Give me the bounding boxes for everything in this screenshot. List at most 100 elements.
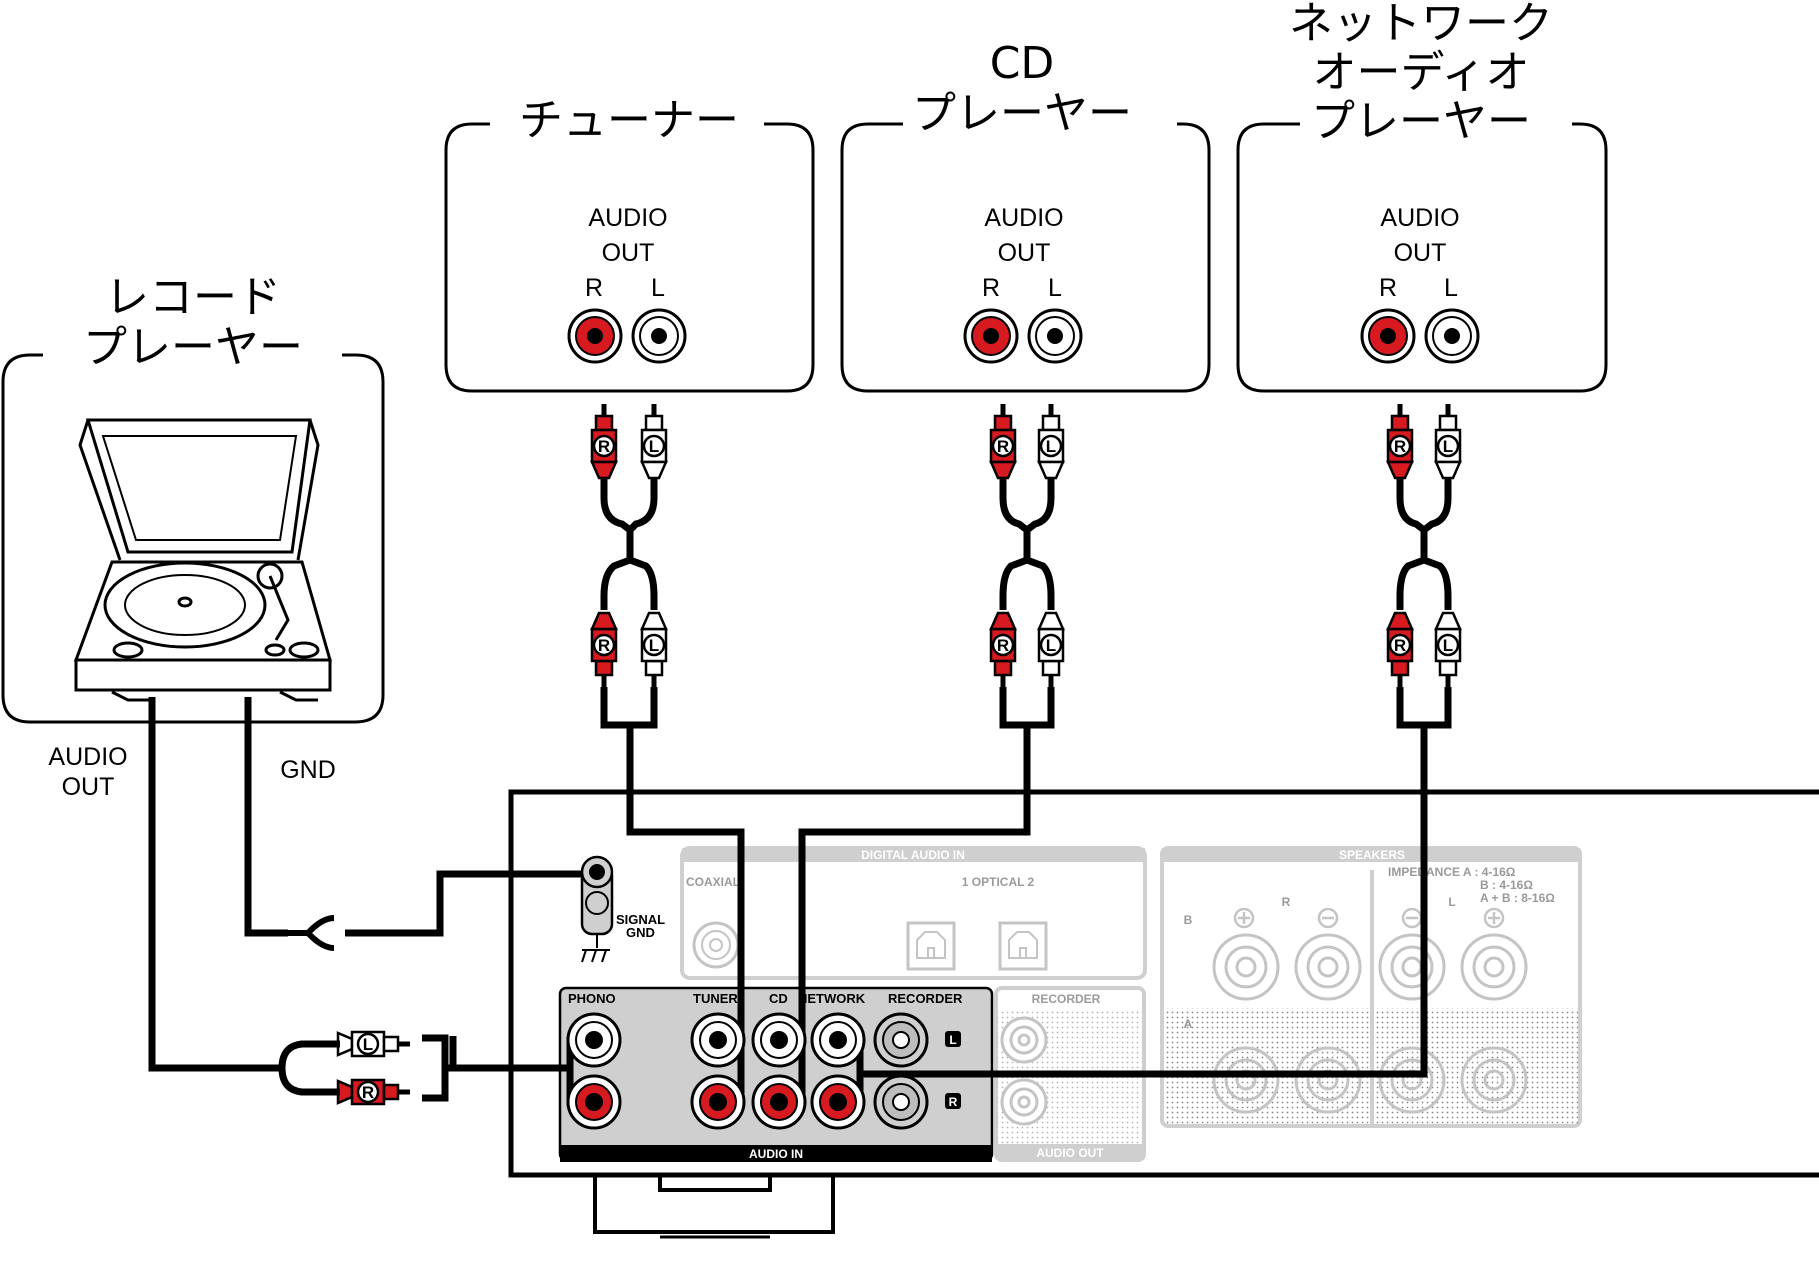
plug-letter: L: [1046, 437, 1056, 456]
network-plug-lower-l: L: [1434, 611, 1462, 687]
network-in-jack-l[interactable]: [810, 1012, 866, 1068]
speakers-section: SPEAKERS IMPEDANCE A : 4-16Ω B : 4-16Ω A…: [1160, 846, 1582, 1128]
optical-1-jack[interactable]: [906, 921, 956, 971]
network-rca-cable: [1396, 470, 1452, 729]
cd-r-label: R: [982, 274, 1000, 302]
tuner-device: チューナー AUDIO OUT R L: [444, 95, 815, 393]
tuner-jack-l[interactable]: [631, 308, 687, 364]
tuner-plug-lower-r: R: [590, 611, 618, 687]
cd-device: CD プレーヤー AUDIO OUT R L: [840, 38, 1211, 393]
turntable-name-line1: レコード: [105, 272, 281, 323]
cd-plug-upper-l: L: [1037, 404, 1065, 480]
network-jack-l[interactable]: [1424, 308, 1480, 364]
tuner-out-label: OUT: [602, 239, 655, 267]
turntable-device: レコード プレーヤー AUDIO OUT GND: [1, 272, 385, 801]
digital-audio-in-section: DIGITAL AUDIO IN COAXIAL 1 OPTICAL 2: [680, 846, 1147, 980]
cd-plug-lower-l: L: [1037, 611, 1065, 687]
tuner-plug-upper-r: R: [590, 404, 618, 480]
cd-in-jack-r[interactable]: [751, 1074, 807, 1130]
network-name-line1: ネットワーク: [1289, 0, 1553, 49]
cd-in-jack-l[interactable]: [751, 1012, 807, 1068]
network-name-line2: オーディオ: [1313, 47, 1530, 98]
recorder-input-label: RECORDER: [888, 991, 963, 1006]
cd-bracket: [840, 122, 1211, 393]
audio-in-jacks: [566, 1012, 929, 1130]
cd-name-line1: CD: [990, 38, 1055, 89]
recorder-in-jack-l[interactable]: [873, 1012, 929, 1068]
turntable-name-line2: プレーヤー: [83, 322, 303, 373]
network-in-jack-r[interactable]: [810, 1074, 866, 1130]
phono-jack-l[interactable]: [566, 1012, 622, 1068]
network-r-label: R: [1379, 274, 1397, 302]
network-l-label: L: [1444, 274, 1458, 302]
plug-letter: R: [997, 636, 1009, 655]
speaker-b-label: B: [1184, 913, 1193, 927]
turntable-bracket: [1, 353, 385, 724]
turntable-rca-cable: [278, 1034, 560, 1102]
network-player-device: ネットワーク オーディオ プレーヤー AUDIO OUT R L: [1236, 0, 1608, 393]
plug-letter: L: [1443, 437, 1453, 456]
signal-gnd-line2: GND: [626, 925, 655, 940]
turntable-plug-r: R: [336, 1078, 410, 1106]
plug-letter: R: [598, 437, 610, 456]
tuner-in-jack-r[interactable]: [690, 1074, 746, 1130]
turntable-gnd-label: GND: [280, 756, 336, 784]
tuner-jack-r[interactable]: [567, 308, 623, 364]
gnd-spade-lug: [288, 915, 335, 951]
speaker-a-label: A: [1184, 1017, 1193, 1031]
coaxial-label: COAXIAL: [686, 875, 740, 889]
network-plug-lower-r: R: [1386, 611, 1414, 687]
amplifier-rear-panel: SIGNAL GND DIGITAL AUDIO IN COAXIAL 1 OP…: [508, 789, 1819, 1239]
signal-gnd-wire: [345, 870, 582, 937]
turntable-gnd-wire: [244, 697, 288, 937]
tuner-r-label: R: [585, 274, 603, 302]
tuner-input-label: TUNER: [693, 991, 738, 1006]
audio-out-label: AUDIO OUT: [1036, 1146, 1104, 1160]
optical-label: 1 OPTICAL 2: [962, 875, 1035, 889]
turntable-audio-out-line1: AUDIO: [48, 743, 127, 771]
signal-gnd-terminal[interactable]: [580, 855, 614, 963]
plug-letter: R: [1394, 437, 1406, 456]
audio-in-l-label: L: [949, 1033, 956, 1047]
digital-audio-in-label: DIGITAL AUDIO IN: [861, 848, 965, 862]
signal-gnd-line1: SIGNAL: [616, 912, 665, 927]
network-plug-upper-r: R: [1386, 404, 1414, 480]
phono-jack-r[interactable]: [566, 1074, 622, 1130]
tuner-name: チューナー: [519, 95, 739, 146]
turntable-audio-wire: [148, 697, 282, 1072]
cd-name-line2: プレーヤー: [912, 88, 1132, 139]
network-audio-label: AUDIO: [1380, 204, 1459, 232]
plug-letter: R: [1394, 636, 1406, 655]
network-name-line3: プレーヤー: [1311, 96, 1531, 147]
tuner-rca-cable: [600, 470, 658, 729]
cd-audio-label: AUDIO: [984, 204, 1063, 232]
cd-jack-l[interactable]: [1027, 308, 1083, 364]
plug-letter: L: [363, 1035, 373, 1054]
network-jack-r[interactable]: [1360, 308, 1416, 364]
coaxial-jack[interactable]: [692, 921, 740, 969]
optical-2-jack[interactable]: [998, 921, 1048, 971]
turntable-audio-out-line2: OUT: [62, 773, 115, 801]
cd-input-label: CD: [769, 991, 788, 1006]
cd-jack-r[interactable]: [963, 308, 1019, 364]
cd-l-label: L: [1048, 274, 1062, 302]
cd-rca-cable: [999, 470, 1055, 729]
turntable-plug-l: L: [336, 1030, 410, 1058]
tuner-plug-upper-l: L: [640, 404, 668, 480]
plug-letter: L: [1443, 636, 1453, 655]
plug-letter: L: [1046, 636, 1056, 655]
tuner-plug-lower-l: L: [640, 611, 668, 687]
audio-in-r-label: R: [949, 1095, 958, 1109]
plug-letter: L: [649, 437, 659, 456]
plug-letter: R: [997, 437, 1009, 456]
amp-outline: [508, 789, 1819, 1178]
network-bracket: [1236, 122, 1608, 393]
speaker-r-label: R: [1282, 895, 1291, 909]
tuner-l-label: L: [651, 274, 665, 302]
recorder-in-jack-r[interactable]: [873, 1074, 929, 1130]
phono-label: PHONO: [568, 991, 616, 1006]
cd-plug-lower-r: R: [989, 611, 1017, 687]
tuner-in-jack-l[interactable]: [690, 1012, 746, 1068]
